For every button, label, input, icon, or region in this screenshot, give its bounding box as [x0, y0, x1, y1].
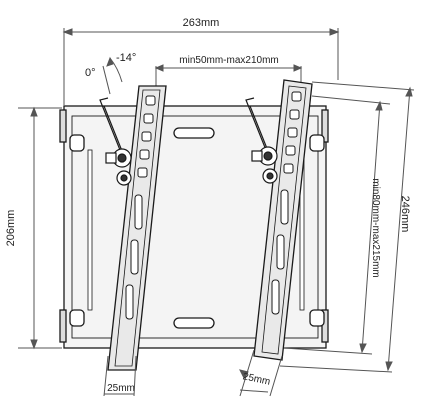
tilt-angle-indicator	[102, 56, 123, 95]
left-mounting-arm	[99, 85, 167, 371]
right-mounting-arm	[245, 79, 313, 361]
plate-height-dimension	[18, 106, 62, 350]
right-arm-width-label: 25mm	[242, 371, 271, 388]
overall-height-dimension	[279, 81, 415, 373]
horizontal-range-label: min50mm-max210mm	[179, 55, 278, 66]
left-knob	[105, 148, 132, 186]
left-arm-width-label: 25mm	[107, 383, 135, 394]
overall-width-dimension	[62, 28, 340, 105]
overall-width-label: 263mm	[183, 17, 220, 29]
tilt-angle-label: -14°	[116, 52, 136, 64]
left-arm-width-dimension	[103, 355, 137, 397]
right-knob	[251, 146, 278, 184]
vertical-range-dimension	[283, 95, 391, 355]
plate-height-label: 206mm	[5, 210, 17, 247]
vertical-range-label: min80mm-max215mm	[370, 178, 381, 277]
neutral-angle-label: 0°	[85, 67, 96, 79]
right-arm-width-dimension	[239, 349, 283, 397]
horizontal-range-dimension	[154, 64, 303, 92]
overall-height-label: 246mm	[399, 196, 411, 233]
